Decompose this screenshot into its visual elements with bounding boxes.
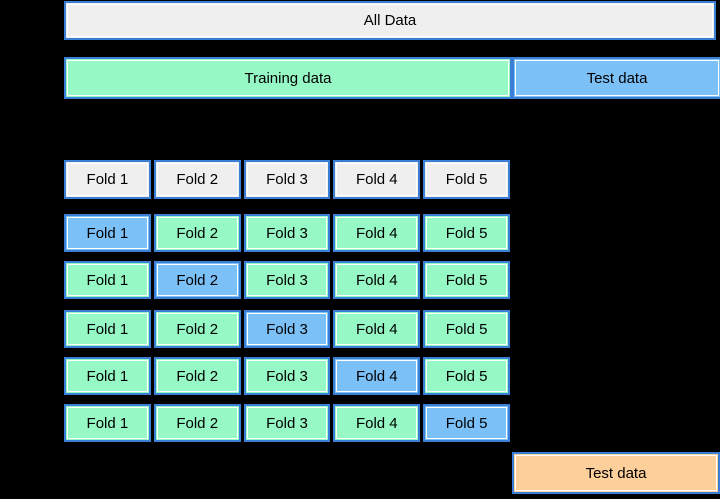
fold-label: Fold 3 (266, 367, 308, 385)
fold-cell-train: Fold 1 (64, 357, 151, 395)
test-data-bar: Test data (512, 57, 720, 99)
fold-label: Fold 5 (445, 271, 488, 289)
fold-cell-train: Fold 5 (423, 310, 510, 348)
fold-header-cell: Fold 2 (153, 160, 241, 199)
fold-header-cell: Fold 3 (243, 160, 331, 199)
cv-iteration-row: Fold 1 Fold 2 Fold 3 Fold 4 Fold 5 (64, 214, 510, 252)
fold-cell-train: Fold 2 (153, 357, 241, 395)
fold-cell-train: Fold 4 (333, 404, 421, 442)
final-test-data-box: Test data (512, 452, 720, 494)
fold-label: Fold 3 (266, 271, 308, 289)
fold-cell-train: Fold 2 (153, 310, 241, 348)
fold-label: Fold 3 (266, 171, 308, 188)
fold-cell-train: Fold 4 (333, 214, 421, 252)
fold-label: Fold 1 (86, 320, 129, 338)
fold-label: Fold 1 (86, 271, 129, 289)
fold-cell-train: Fold 2 (153, 404, 241, 442)
fold-label: Fold 2 (176, 271, 219, 289)
fold-label: Fold 4 (355, 271, 398, 289)
all-data-label: All Data (363, 12, 417, 29)
fold-label: Fold 4 (355, 414, 398, 432)
fold-label: Fold 3 (266, 414, 308, 432)
fold-label: Fold 1 (86, 414, 129, 432)
fold-cell-test: Fold 2 (153, 261, 241, 299)
fold-cell-train: Fold 1 (64, 261, 151, 299)
fold-cell-train: Fold 5 (423, 261, 510, 299)
training-data-label: Training data (244, 69, 332, 87)
fold-label: Fold 5 (445, 171, 488, 188)
training-data-bar: Training data (64, 57, 512, 99)
fold-label: Fold 4 (355, 171, 398, 188)
fold-cell-train: Fold 1 (64, 404, 151, 442)
fold-header-row: Fold 1 Fold 2 Fold 3 Fold 4 Fold 5 (64, 160, 510, 199)
fold-label: Fold 2 (176, 171, 219, 188)
fold-label: Fold 1 (86, 171, 129, 188)
fold-label: Fold 2 (176, 414, 219, 432)
cv-iteration-row: Fold 1 Fold 2 Fold 3 Fold 4 Fold 5 (64, 310, 510, 348)
final-test-data-label: Test data (585, 464, 647, 482)
fold-label: Fold 5 (445, 320, 488, 338)
cv-iteration-row: Fold 1 Fold 2 Fold 3 Fold 4 Fold 5 (64, 357, 510, 395)
fold-cell-train: Fold 4 (333, 261, 421, 299)
fold-cell-train: Fold 1 (64, 310, 151, 348)
cv-iteration-row: Fold 1 Fold 2 Fold 3 Fold 4 Fold 5 (64, 261, 510, 299)
fold-cell-test: Fold 4 (333, 357, 421, 395)
fold-cell-test: Fold 1 (64, 214, 151, 252)
fold-label: Fold 1 (86, 367, 129, 385)
fold-label: Fold 5 (445, 414, 488, 432)
fold-label: Fold 2 (176, 224, 219, 242)
fold-cell-train: Fold 3 (243, 404, 331, 442)
fold-label: Fold 3 (266, 320, 308, 338)
fold-label: Fold 4 (355, 224, 398, 242)
fold-cell-train: Fold 5 (423, 357, 510, 395)
fold-cell-test: Fold 5 (423, 404, 510, 442)
test-data-label: Test data (586, 69, 648, 87)
fold-header-cell: Fold 1 (64, 160, 151, 199)
fold-cell-train: Fold 3 (243, 357, 331, 395)
fold-cell-train: Fold 2 (153, 214, 241, 252)
fold-label: Fold 5 (445, 224, 488, 242)
fold-label: Fold 5 (445, 367, 488, 385)
fold-cell-train: Fold 4 (333, 310, 421, 348)
all-data-bar: All Data (64, 1, 716, 40)
fold-cell-train: Fold 3 (243, 214, 331, 252)
fold-cell-train: Fold 5 (423, 214, 510, 252)
fold-label: Fold 1 (86, 224, 129, 242)
fold-header-cell: Fold 5 (423, 160, 510, 199)
fold-header-cell: Fold 4 (333, 160, 421, 199)
fold-cell-test: Fold 3 (243, 310, 331, 348)
fold-label: Fold 4 (355, 367, 398, 385)
fold-label: Fold 2 (176, 320, 219, 338)
fold-label: Fold 3 (266, 224, 308, 242)
fold-cell-train: Fold 3 (243, 261, 331, 299)
cv-iteration-row: Fold 1 Fold 2 Fold 3 Fold 4 Fold 5 (64, 404, 510, 442)
fold-label: Fold 2 (176, 367, 219, 385)
fold-label: Fold 4 (355, 320, 398, 338)
